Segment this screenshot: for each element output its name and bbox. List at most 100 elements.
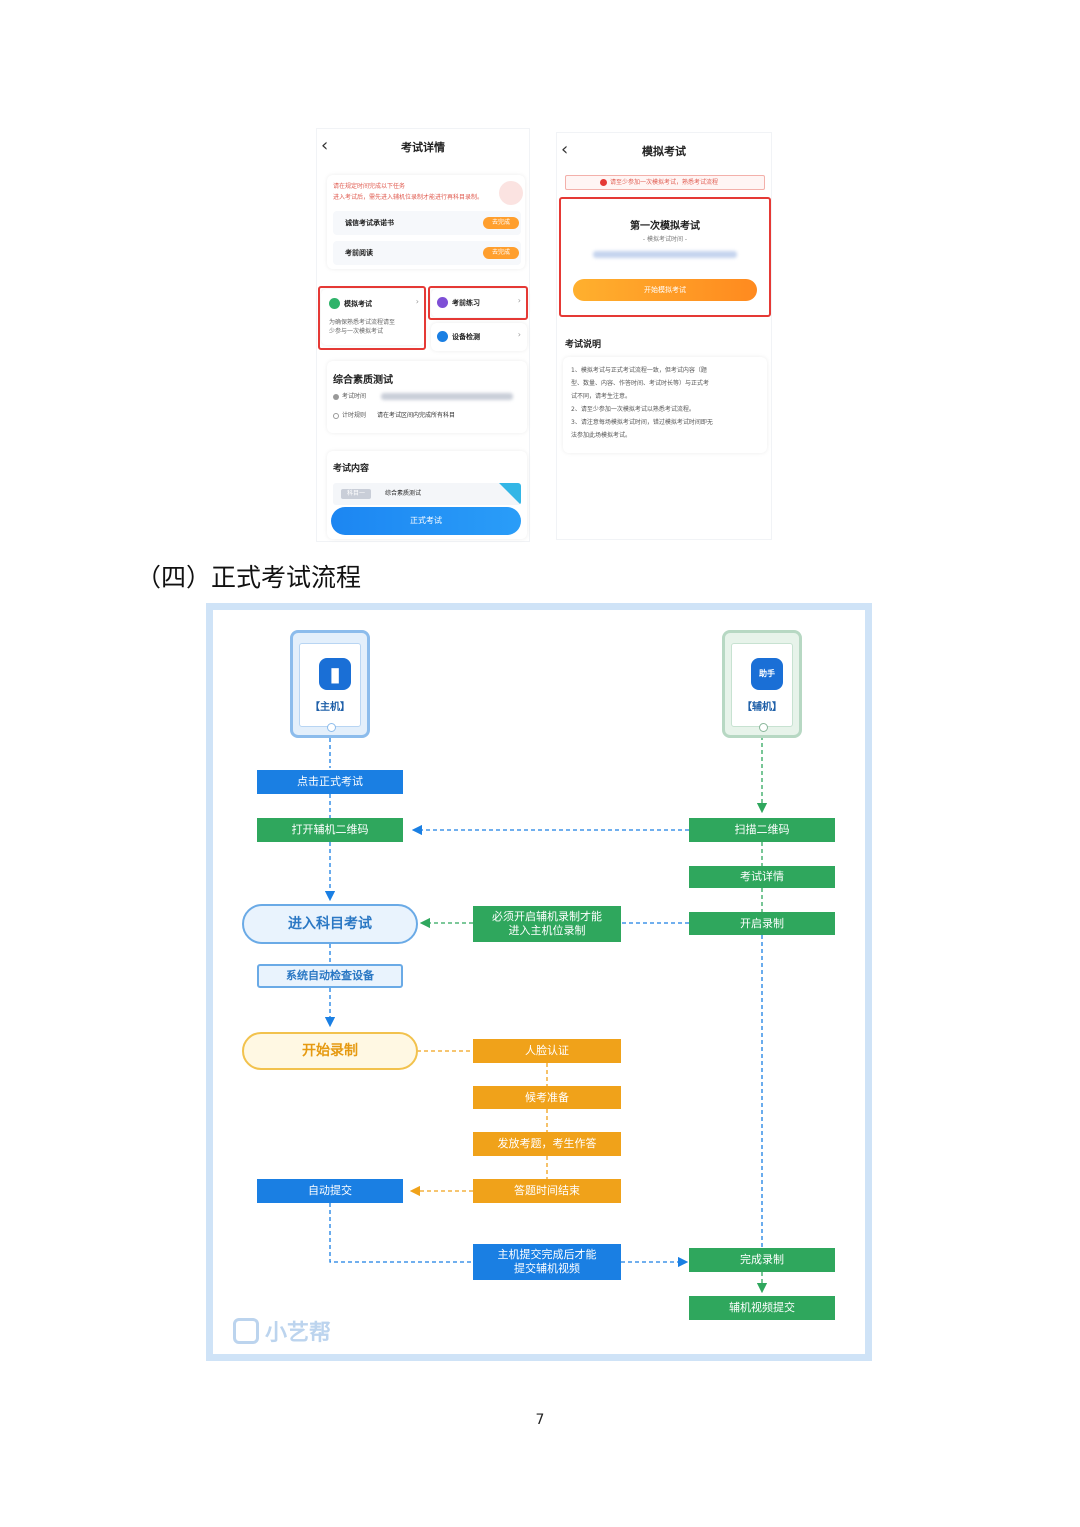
step-host-submit-line2: 提交辅机视频	[514, 1262, 580, 1275]
step-must-open: 必须开启辅机录制才能 进入主机位录制	[473, 906, 621, 942]
step-finish-record: 完成录制	[689, 1248, 835, 1272]
step-exam-detail: 考试详情	[689, 866, 835, 888]
step-start-record: 开始录制	[242, 1032, 418, 1070]
explain-line: 1、模拟考试与正式考试流程一致，但考试内容（题	[571, 367, 707, 374]
watermark-logo-icon	[233, 1318, 259, 1344]
subject-tag: 科目一	[341, 489, 372, 499]
flow-connectors	[324, 736, 768, 1294]
task-label: 诚信考试承诺书	[345, 219, 394, 227]
step-aux-submit: 辅机视频提交	[689, 1296, 835, 1320]
highlight-frame	[318, 286, 426, 350]
exam-info-card: 综合素质测试 考试时间 计时规则 请在考试区间内完成所有科目	[327, 361, 527, 433]
mock-card: 第一次模拟考试 - 模拟考试时间 - 开始模拟考试	[563, 201, 767, 313]
mock-exam-screen: ‹ 模拟考试 请至少参加一次模拟考试，熟悉考试流程 第一次模拟考试 - 模拟考试…	[556, 132, 772, 540]
step-must-open-line1: 必须开启辅机录制才能	[492, 910, 602, 923]
exam-title: 综合素质测试	[333, 375, 393, 386]
rule-value: 请在考试区间内完成所有科目	[377, 412, 456, 419]
notice-line-1: 请在规定时间完成以下任务	[333, 183, 406, 190]
rule-label: 计时规则	[342, 412, 367, 419]
nav-bar: ‹ 模拟考试	[557, 133, 771, 167]
chevron-right-icon: ›	[517, 330, 521, 339]
practice-label: 考前练习	[452, 299, 480, 307]
step-wait-exam: 候考准备	[473, 1086, 621, 1109]
step-auto-submit: 自动提交	[257, 1179, 403, 1203]
screen-title: 考试详情	[401, 141, 445, 154]
section-heading: （四）正式考试流程	[136, 563, 362, 592]
warning-icon	[600, 179, 607, 186]
aux-device: 助手 【辅机】	[722, 630, 802, 738]
notice-line-2: 进入考试后，需先进入辅机位录制才能进行再科目录制。	[333, 194, 484, 201]
aux-device-label: 【辅机】	[742, 702, 782, 713]
start-mock-button[interactable]: 开始模拟考试	[573, 279, 757, 301]
device-check-entry[interactable]: 设备检测 ›	[431, 323, 527, 351]
step-release-questions: 发放考题，考生作答	[473, 1132, 621, 1156]
task-row[interactable]: 诚信考试承诺书 去完成	[333, 211, 521, 235]
device-check-label: 设备检测	[452, 333, 480, 341]
explain-line: 3、请注意每场模拟考试时间，错过模拟考试时间即无	[571, 419, 713, 426]
step-enter-subject: 进入科目考试	[242, 904, 418, 944]
step-must-open-line2: 进入主机位录制	[508, 924, 586, 937]
step-auto-check: 系统自动检查设备	[257, 964, 403, 988]
mock-exam-label: 模拟考试	[344, 300, 372, 308]
practice-icon	[437, 297, 448, 308]
aux-app-icon-text: 助手	[759, 669, 775, 678]
mock-exam-entry[interactable]: 模拟考试 › 为确保熟悉考试流程请至 少参与一次模拟考试	[321, 289, 425, 345]
clock-icon	[333, 394, 339, 400]
host-app-icon: ▮	[319, 658, 351, 690]
exam-time-label: 考试时间	[342, 393, 367, 400]
chevron-right-icon: ›	[415, 297, 419, 306]
task-row[interactable]: 考前阅读 去完成	[333, 241, 521, 265]
page-number: 7	[535, 1412, 545, 1428]
exam-detail-screen: ‹ 考试详情 请在规定时间完成以下任务 进入考试后，需先进入辅机位录制才能进行再…	[316, 128, 530, 542]
host-device-label: 【主机】	[310, 702, 350, 713]
content-title: 考试内容	[333, 464, 370, 474]
mock-time-value	[593, 251, 737, 258]
nav-bar: ‹ 考试详情	[317, 129, 529, 163]
exam-time-value	[381, 393, 513, 400]
practice-entry[interactable]: 考前练习 ›	[431, 289, 527, 317]
aux-device-screen: 助手 【辅机】	[731, 643, 793, 727]
task-status-badge[interactable]: 去完成	[483, 217, 519, 229]
step-click-exam: 点击正式考试	[257, 770, 403, 794]
mock-card-title: 第一次模拟考试	[630, 221, 700, 232]
step-start-record-aux: 开启录制	[689, 912, 835, 935]
highlight-frame	[559, 197, 771, 317]
task-label: 考前阅读	[345, 249, 373, 257]
subject-name: 综合素质测试	[385, 490, 422, 497]
explain-line: 试不同，请考生注意。	[571, 393, 632, 400]
task-status-badge[interactable]: 去完成	[483, 247, 519, 259]
rule-icon	[333, 413, 339, 419]
step-scan-qr: 扫描二维码	[689, 818, 835, 842]
home-button-icon	[759, 723, 768, 732]
mock-card-subtitle: - 模拟考试时间 -	[642, 236, 688, 243]
step-open-qr: 打开辅机二维码	[257, 818, 403, 842]
host-device-screen: ▮ 【主机】	[299, 643, 361, 727]
step-face-auth: 人脸认证	[473, 1039, 621, 1063]
chevron-right-icon: ›	[517, 296, 521, 305]
connector	[329, 1203, 473, 1263]
explain-card: 1、模拟考试与正式考试流程一致，但考试内容（题 型、数量、内容、作答时间、考试时…	[563, 357, 767, 453]
step-host-submit: 主机提交完成后才能 提交辅机视频	[473, 1244, 621, 1280]
exam-flowchart: ▮ 【主机】 助手 【辅机】 点击正式考试 打开辅机二维码 进入科目考试 系统自…	[206, 603, 872, 1361]
mock-exam-icon	[329, 298, 340, 309]
step-host-submit-line1: 主机提交完成后才能	[497, 1248, 597, 1261]
warning-bar: 请至少参加一次模拟考试，熟悉考试流程	[565, 175, 765, 190]
aux-app-icon: 助手	[751, 658, 783, 690]
exam-content-card: 考试内容 科目一 综合素质测试 正式考试	[327, 451, 527, 539]
mock-exam-desc: 为确保熟悉考试流程请至	[329, 319, 396, 326]
back-arrow-icon[interactable]: ‹	[561, 139, 569, 160]
task-card: 请在规定时间完成以下任务 进入考试后，需先进入辅机位录制才能进行再科目录制。 诚…	[327, 175, 525, 269]
warning-text: 请至少参加一次模拟考试，熟悉考试流程	[610, 179, 719, 186]
badge-icon	[499, 181, 523, 205]
mock-exam-desc: 少参与一次模拟考试	[329, 328, 384, 335]
formal-exam-button[interactable]: 正式考试	[331, 507, 521, 535]
highlight-frame	[428, 286, 528, 320]
watermark: 小艺帮	[233, 1315, 331, 1347]
explain-title: 考试说明	[565, 340, 602, 350]
corner-badge-icon	[499, 483, 521, 505]
explain-line: 法参加此场模拟考试。	[571, 432, 632, 439]
explain-line: 2、请至少参加一次模拟考试以熟悉考试流程。	[571, 406, 695, 413]
back-arrow-icon[interactable]: ‹	[321, 135, 329, 156]
screen-title: 模拟考试	[642, 145, 686, 158]
step-time-end: 答题时间结束	[473, 1179, 621, 1203]
